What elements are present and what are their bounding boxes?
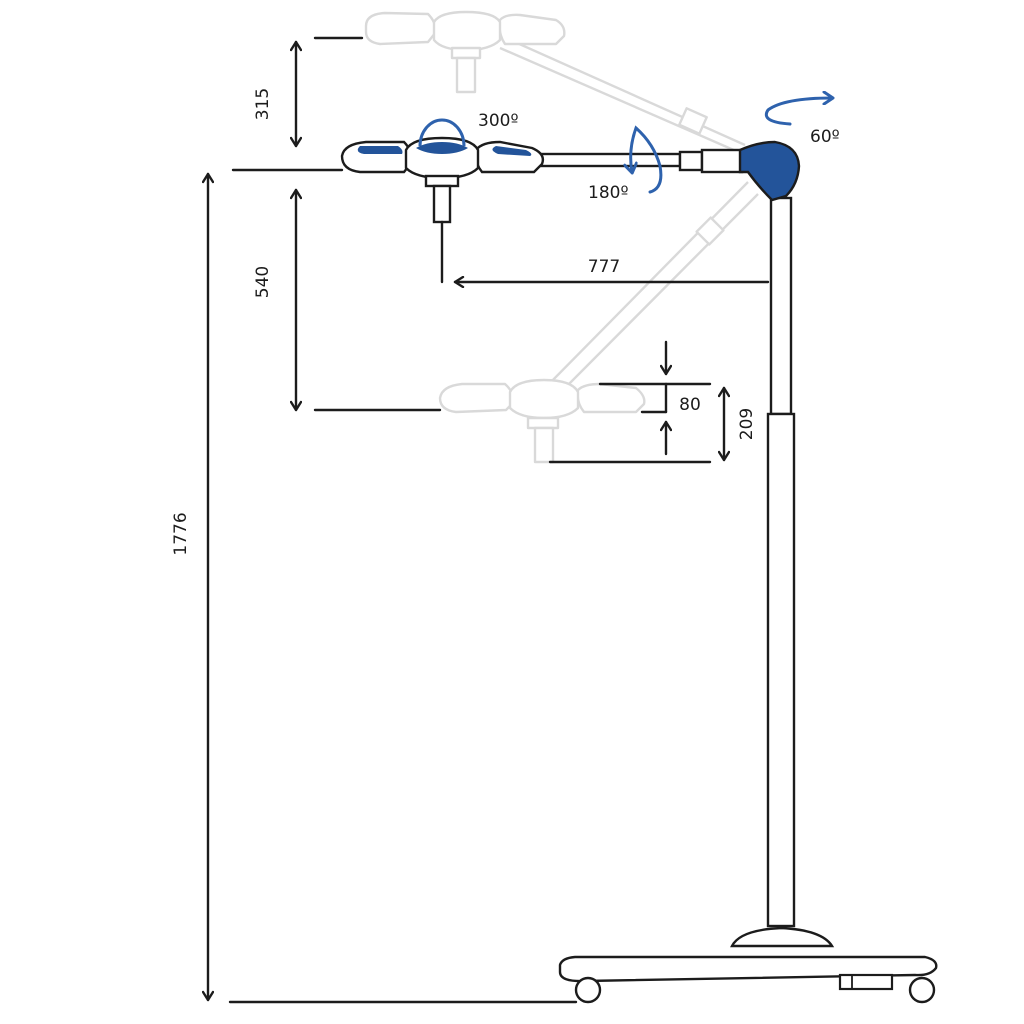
label-joint-tilt: 60º [810,127,840,147]
label-fine-adjust: 80 [679,395,701,415]
wheel-left [574,976,602,1004]
dimension-labels: 315 540 1776 209 777 80 300º 180º 60º [171,88,840,556]
base-pedal [838,973,894,991]
joint-tilt-arrow-icon [764,98,832,126]
ghost-arm-upper [487,28,753,160]
lamp-stand [340,136,938,1004]
ghost-arm-lower [544,181,759,391]
lamp-head [340,136,545,284]
ghost-head-lower [438,378,646,464]
label-reach: 777 [588,257,620,277]
arm-rotation-arrow-icon [631,125,663,194]
ghost-head-upper [364,10,566,94]
pole-lower [766,412,796,928]
base-collar [730,926,835,948]
label-head-raise: 315 [253,88,273,120]
swivel-arc-icon [418,118,466,147]
ghost-positions [364,10,759,464]
blue-joint [738,140,801,202]
arm-sleeve [678,150,704,172]
dimension-lines [208,36,770,1004]
pole-upper [769,196,793,416]
rotation-indicators [418,98,832,194]
label-overall-height: 1776 [171,512,191,555]
wheel-right [908,976,936,1004]
label-head-drop: 540 [253,266,273,298]
label-arm-rotation: 180º [588,183,628,203]
label-head-swivel: 300º [478,111,518,131]
arm-coupler [700,148,744,174]
label-height-adjust: 209 [737,408,757,440]
